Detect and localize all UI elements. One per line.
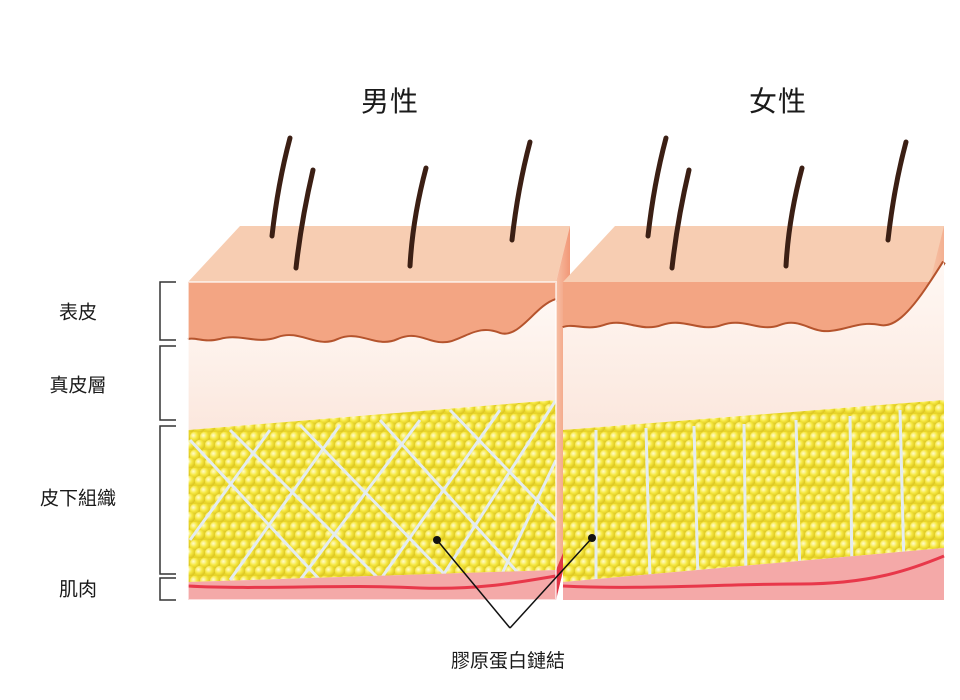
- bracket-epidermis: [159, 281, 176, 341]
- female-collagen-network: [594, 409, 906, 581]
- male-skin-block: [187, 135, 570, 601]
- female-epidermis: [563, 262, 944, 333]
- female-dermis: [563, 262, 944, 430]
- male-subcutaneous-fat: [188, 400, 556, 582]
- male-muscle: [188, 570, 556, 600]
- label-dermis: 真皮層: [49, 374, 107, 397]
- female-hairs: [645, 135, 909, 271]
- female-subcutaneous-fat: [563, 400, 944, 582]
- female-top-surface: [563, 226, 944, 282]
- label-muscle: 肌肉: [58, 578, 97, 601]
- male-epidermis: [188, 282, 556, 344]
- title-female: 女性: [748, 85, 808, 118]
- label-subcutaneous: 皮下組織: [39, 487, 116, 510]
- collagen-callout-label: 膠原蛋白鏈結: [450, 650, 566, 672]
- male-dermis: [188, 300, 556, 430]
- title-male: 男性: [360, 85, 420, 118]
- bracket-subcutaneous: [159, 425, 176, 575]
- female-skin-block: [562, 135, 946, 600]
- callout-dot-male: [433, 536, 441, 544]
- callout-dot-female: [588, 534, 596, 542]
- female-muscle-fiber: [562, 554, 945, 589]
- male-hairs: [269, 135, 533, 271]
- layer-brackets: [159, 281, 176, 601]
- label-epidermis: 表皮: [58, 301, 97, 324]
- male-muscle-fiber: [187, 574, 557, 590]
- bracket-dermis: [159, 345, 176, 421]
- male-top-surface: [188, 226, 570, 282]
- bracket-muscle: [159, 577, 176, 601]
- collagen-callout-leaders: [433, 534, 596, 629]
- male-collagen-network: [188, 400, 556, 582]
